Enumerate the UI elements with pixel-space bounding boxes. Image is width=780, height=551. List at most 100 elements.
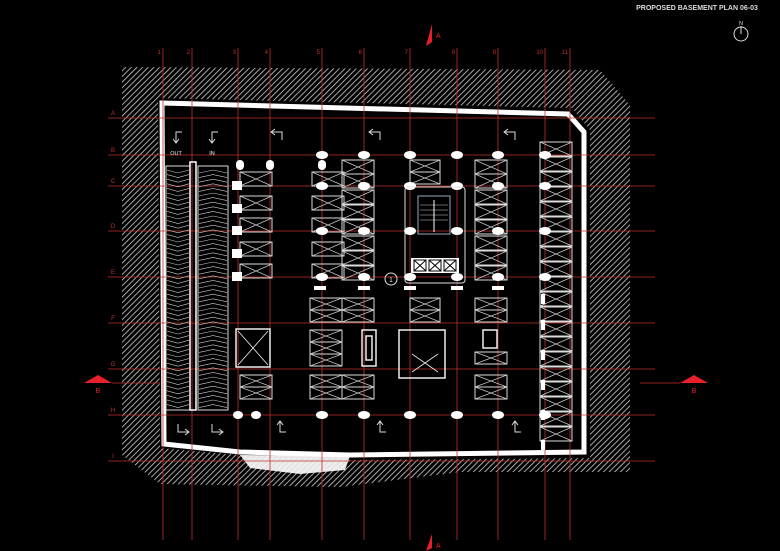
- ramp-chevron: [198, 284, 228, 289]
- ramp-chevron: [166, 330, 190, 335]
- arrow-right-icon: [177, 424, 190, 436]
- parking-bay: [539, 141, 573, 157]
- ramp-chevron: [166, 211, 190, 215]
- ramp-chevron: [198, 289, 228, 293]
- structural-column: [316, 182, 328, 190]
- svg-text:A: A: [436, 543, 441, 550]
- structural-column: [232, 272, 242, 281]
- structural-column: [539, 182, 551, 190]
- parking-bay-mark: [341, 235, 375, 251]
- parking-bay: [239, 171, 273, 187]
- ramp-chevron: [166, 335, 190, 339]
- structural-column: [539, 151, 551, 159]
- parking-bay-mark: [309, 353, 343, 367]
- svg-text:A: A: [436, 33, 441, 40]
- parking-bay-mark: [539, 291, 573, 307]
- parking-bay-mark: [474, 386, 508, 400]
- ramp-chevron: [166, 252, 190, 257]
- ramp-chevron: [166, 344, 190, 349]
- ramp-chevron: [198, 261, 228, 266]
- ramp-chevron: [198, 280, 228, 284]
- ramp-chevron: [166, 169, 190, 174]
- ramp-chevron: [166, 270, 190, 275]
- parking-bay-mark: [311, 171, 345, 187]
- structural-column: [539, 227, 551, 235]
- structural-column: [404, 411, 416, 419]
- ramp-chevron: [166, 381, 190, 385]
- grid-row-label: G: [111, 362, 116, 368]
- grid-column-label: 4: [265, 50, 269, 56]
- parking-bay: [474, 250, 508, 266]
- svg-text:1: 1: [389, 277, 393, 284]
- parking-bay: [341, 173, 375, 189]
- parking-bay-mark: [539, 426, 573, 442]
- ramp-chevron: [198, 234, 228, 238]
- grid-row-label: D: [111, 224, 116, 230]
- parking-bay: [341, 189, 375, 205]
- ramp-chevron: [198, 266, 228, 270]
- section-mark-a-top: A: [426, 24, 441, 46]
- parking-bay-mark: [539, 201, 573, 217]
- grid-row-label: F: [111, 316, 115, 322]
- parking-bay: [311, 217, 345, 233]
- ramp-chevron: [166, 362, 190, 367]
- ramp-chevron: [198, 220, 228, 224]
- parking-bay-mark: [409, 297, 441, 311]
- structural-column: [358, 286, 370, 290]
- structural-column: [404, 151, 416, 159]
- parking-bay: [474, 204, 508, 220]
- parking-bay-mark: [474, 204, 508, 220]
- ramp-chevron: [166, 238, 190, 243]
- parking-bay: [341, 386, 375, 400]
- grid-column-label: 3: [233, 50, 237, 56]
- ramp-chevron: [198, 275, 228, 280]
- arrow-left-icon: [270, 128, 283, 140]
- structural-column: [541, 380, 545, 390]
- structural-column: [232, 249, 242, 258]
- parking-bay-mark: [539, 381, 573, 397]
- structural-column: [232, 226, 242, 235]
- structural-column: [541, 440, 545, 450]
- ramp-chevron: [166, 293, 190, 298]
- grid-column-label: 8: [452, 50, 456, 56]
- service-rooms: [235, 328, 498, 379]
- ramp-chevron: [198, 243, 228, 247]
- grid-column-label: 1: [158, 50, 162, 56]
- parking-bay: [409, 309, 441, 323]
- parking-bay: [539, 321, 573, 337]
- parking-bay-mark: [539, 351, 573, 367]
- structural-column: [451, 182, 463, 190]
- parking-bay-mark: [311, 195, 345, 211]
- ramp-chevron: [166, 201, 190, 206]
- parking-bay-mark: [474, 189, 508, 205]
- ramp-chevron: [166, 353, 190, 358]
- parking-bay: [341, 204, 375, 220]
- parking-bay-mark: [474, 235, 508, 251]
- parking-bay-mark: [409, 309, 441, 323]
- structural-column: [451, 411, 463, 419]
- north-arrow-icon: N: [733, 21, 749, 42]
- vehicle-ramp: [165, 161, 229, 411]
- parking-bay: [539, 306, 573, 322]
- parking-bay-mark: [239, 171, 273, 187]
- parking-bay: [311, 263, 345, 279]
- structural-column: [541, 350, 545, 360]
- structural-column: [316, 273, 328, 281]
- ramp-chevron: [166, 220, 190, 224]
- parking-bay: [539, 201, 573, 217]
- parking-bay-mark: [341, 309, 375, 323]
- ramp-chevron: [166, 197, 190, 201]
- ramp-chevron: [198, 404, 228, 408]
- parking-bay: [341, 250, 375, 266]
- ramp-chevron: [198, 362, 228, 367]
- structural-column: [492, 227, 504, 235]
- arrow-left-icon: [503, 128, 516, 140]
- ramp-chevron: [166, 349, 190, 353]
- ramp-chevron: [166, 326, 190, 330]
- ramp-divider: [189, 161, 197, 411]
- ramp-chevron: [198, 316, 228, 321]
- structural-column: [451, 227, 463, 235]
- ramp-chevron: [166, 312, 190, 316]
- ramp-chevron: [166, 247, 190, 252]
